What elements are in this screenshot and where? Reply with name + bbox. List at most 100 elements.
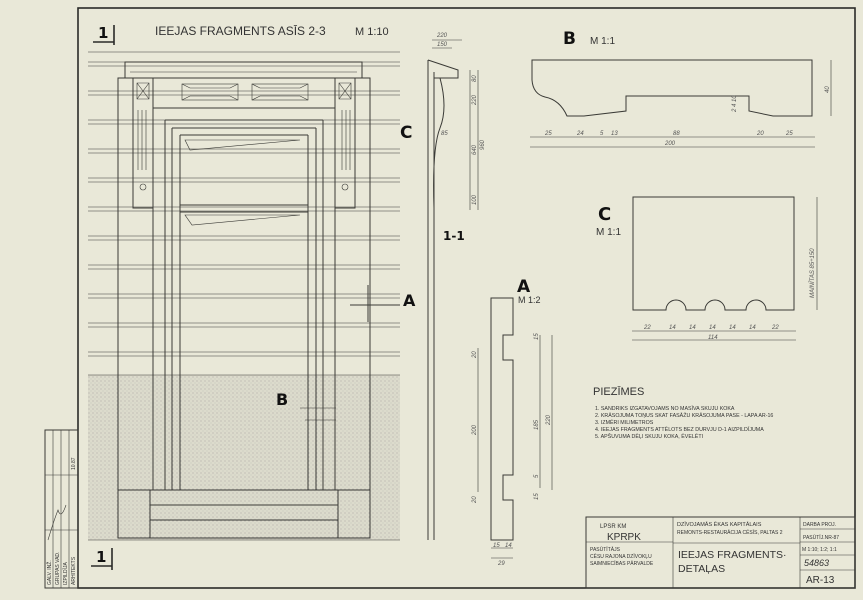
- side-stamp-rows: GALV. INŽ. GRUPAS VAD. IZPILDĪJA ARHITEK…: [45, 430, 78, 588]
- svg-text:40: 40: [825, 86, 831, 93]
- detail-b-label: B: [563, 29, 576, 49]
- svg-text:SAIMNIECĪBAS PĀRVALDE: SAIMNIECĪBAS PĀRVALDE: [590, 560, 654, 567]
- svg-text:25: 25: [544, 131, 552, 137]
- svg-text:REMONTS-RESTAURĀCIJA CĒSĪS, PA: REMONTS-RESTAURĀCIJA CĒSĪS, PALTAS 2: [677, 529, 783, 536]
- svg-text:24: 24: [576, 131, 584, 137]
- svg-text:114: 114: [708, 335, 718, 341]
- note-item: 4. IEEJAS FRAGMENTS ATTĒLOTS BEZ DURVJU …: [595, 426, 764, 433]
- svg-text:200: 200: [664, 141, 676, 147]
- svg-text:PASŪTĪTĀJS: PASŪTĪTĀJS: [590, 546, 621, 553]
- svg-text:14: 14: [749, 325, 756, 331]
- detail-a-label: A: [517, 277, 531, 297]
- entrance-elevation: [88, 51, 400, 541]
- detail-c-label: C: [598, 204, 611, 225]
- svg-text:220: 220: [472, 94, 478, 106]
- siding-board: [88, 61, 400, 67]
- svg-text:14: 14: [689, 325, 696, 331]
- svg-text:AR-13: AR-13: [806, 575, 835, 586]
- detail-c-dims: 22 14 14 14 14 14 22 114 MAINĪTAS 85÷150: [643, 248, 816, 341]
- view-number: 1: [98, 24, 108, 42]
- detail-b-dims: 25 24 5 13 88 20 25 200 40 2 4 10: [544, 86, 831, 147]
- svg-text:15: 15: [493, 543, 500, 549]
- siding-board: [88, 264, 400, 270]
- svg-text:185: 185: [534, 419, 540, 430]
- left-pilaster: [132, 77, 154, 209]
- svg-text:100: 100: [472, 194, 478, 205]
- detail-b-profile: [531, 59, 813, 117]
- detail-b-scale: M 1:1: [590, 36, 615, 47]
- view-number-bottom: 1: [96, 548, 106, 566]
- detail-a-profile: [490, 297, 514, 541]
- svg-text:14: 14: [709, 325, 716, 331]
- svg-text:2 4 10: 2 4 10: [732, 95, 738, 113]
- svg-text:IEEJAS FRAGMENTS·: IEEJAS FRAGMENTS·: [678, 549, 787, 561]
- svg-text:LPSR KM: LPSR KM: [600, 524, 626, 530]
- svg-text:25: 25: [785, 131, 793, 137]
- note-item: 3. IZMĒRI MILIMETROS: [595, 419, 654, 426]
- sheet-frame: [77, 7, 856, 589]
- svg-text:KPRPK: KPRPK: [607, 532, 641, 543]
- title-block: LPSR KM KPRPK PASŪTĪTĀJS CĒSU RAJONA DZĪ…: [585, 516, 856, 589]
- svg-text:5: 5: [600, 131, 604, 137]
- svg-text:ARHITEKTS: ARHITEKTS: [71, 556, 77, 585]
- svg-text:22: 22: [643, 325, 651, 331]
- svg-text:13: 13: [611, 131, 618, 137]
- svg-text:200: 200: [472, 424, 478, 436]
- note-item: 5. APŠUVUMA DĒĻI SKUJU KOKA, ĒVELĒTI: [595, 433, 703, 440]
- callout-c: C: [400, 123, 412, 143]
- svg-text:GRUPAS VAD.: GRUPAS VAD.: [55, 552, 61, 585]
- siding-board: [88, 235, 400, 241]
- svg-text:15: 15: [534, 493, 540, 500]
- siding-board: [88, 177, 400, 183]
- note-item: 1. SANDRIKS IZGATAVOJAMS NO MASĪVA SKUJU…: [595, 405, 735, 412]
- detail-a-dims: 20 200 20 15 185 5 220 15 15 14 29: [472, 333, 552, 567]
- svg-text:DETAĻAS: DETAĻAS: [678, 563, 725, 575]
- svg-text:29: 29: [497, 561, 505, 567]
- svg-text:DARBA PROJ.: DARBA PROJ.: [803, 522, 836, 528]
- siding-board: [88, 351, 400, 357]
- detail-c-scale: M 1:1: [596, 227, 621, 238]
- right-pilaster: [334, 77, 356, 209]
- section-1-1: 220 150 80 220 85 640 960 100: [427, 33, 486, 540]
- siding-board: [88, 322, 400, 328]
- svg-text:54863: 54863: [804, 558, 829, 568]
- siding-board: [88, 148, 400, 154]
- svg-text:GALV. INŽ.: GALV. INŽ.: [45, 560, 53, 585]
- svg-text:14: 14: [669, 325, 676, 331]
- callout-b: B: [276, 390, 288, 409]
- svg-text:10.87: 10.87: [71, 457, 77, 470]
- section-label: 1-1: [443, 229, 465, 243]
- siding-board: [88, 119, 400, 125]
- notes-heading: PIEZĪMES: [593, 386, 644, 398]
- siding-board: [88, 293, 400, 299]
- svg-text:14: 14: [729, 325, 736, 331]
- svg-text:20: 20: [756, 131, 764, 137]
- svg-text:IZPILDĪJA: IZPILDĪJA: [62, 562, 69, 585]
- svg-text:20: 20: [472, 496, 478, 504]
- svg-text:220: 220: [546, 414, 552, 426]
- detail-a-scale: M 1:2: [518, 295, 541, 305]
- svg-text:PASŪTĪJ.NR-87: PASŪTĪJ.NR-87: [803, 534, 839, 541]
- siding-board: [88, 206, 400, 212]
- svg-text:DZĪVOJAMĀS ĒKAS KAPITĀLAIS: DZĪVOJAMĀS ĒKAS KAPITĀLAIS: [677, 521, 762, 528]
- svg-text:CĒSU RAJONA DZĪVOKĻU: CĒSU RAJONA DZĪVOKĻU: [590, 553, 652, 560]
- svg-text:80: 80: [472, 75, 478, 82]
- svg-text:640: 640: [472, 144, 478, 155]
- side-stamp: [44, 429, 79, 589]
- main-scale: M 1:10: [355, 26, 389, 38]
- main-title: IEEJAS FRAGMENTS ASĪS 2-3: [155, 24, 326, 38]
- svg-text:20: 20: [472, 351, 478, 359]
- svg-text:M 1:10; 1:2; 1:1: M 1:10; 1:2; 1:1: [802, 547, 837, 553]
- callout-a: A: [403, 291, 416, 310]
- svg-text:22: 22: [771, 325, 779, 331]
- svg-text:15: 15: [534, 333, 540, 340]
- svg-text:960: 960: [480, 139, 486, 150]
- siding-board: [88, 90, 400, 96]
- svg-text:MAINĪTAS 85÷150: MAINĪTAS 85÷150: [809, 248, 816, 298]
- note-item: 2. KRĀSOJUMA TOŅUS SKAT FASĀŽU KRĀSOJUMA…: [595, 411, 773, 419]
- svg-text:220: 220: [436, 33, 448, 39]
- svg-text:85: 85: [441, 131, 448, 137]
- notes: PIEZĪMES 1. SANDRIKS IZGATAVOJAMS NO MAS…: [593, 386, 773, 440]
- cornice: [124, 61, 363, 79]
